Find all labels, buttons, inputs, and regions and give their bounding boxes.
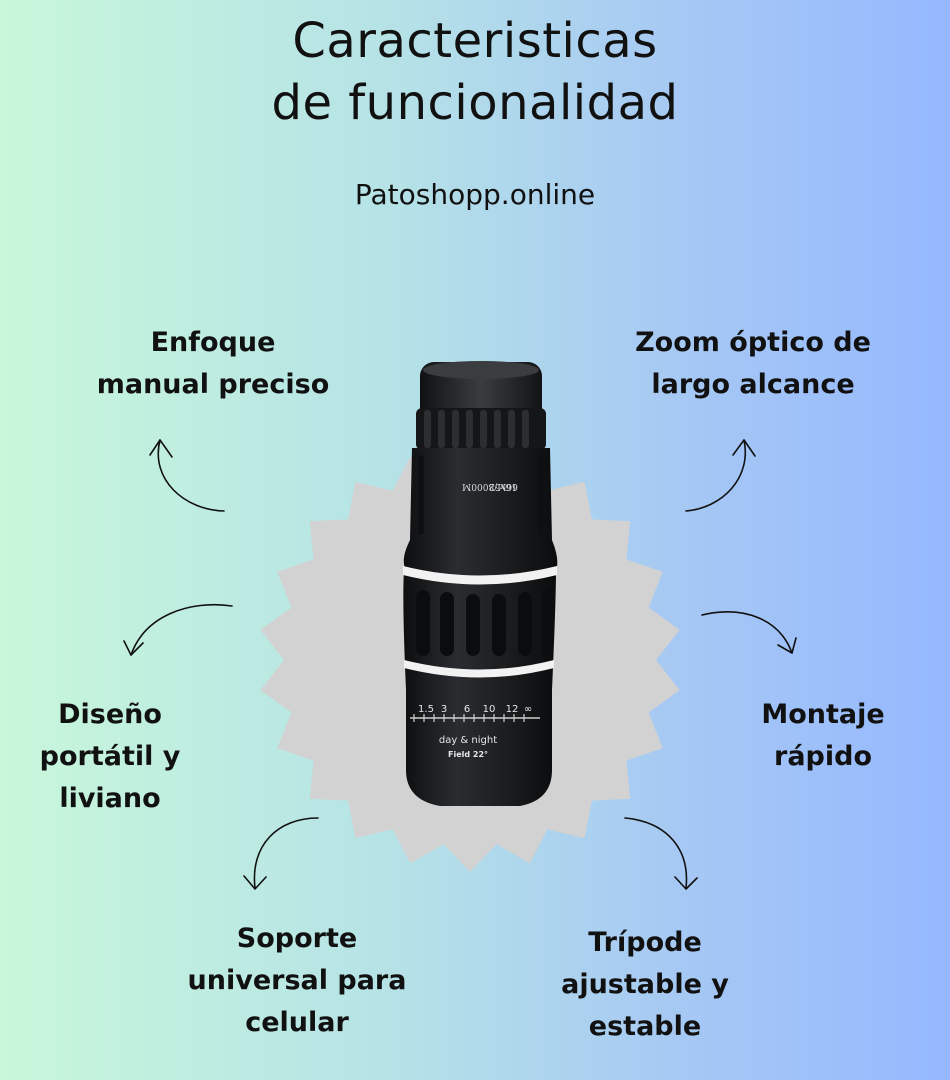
spec-label-1: 16x52 bbox=[489, 481, 517, 491]
feature-zoom: Zoom óptico de largo alcance bbox=[635, 327, 871, 400]
page-title: Caracteristicas de funcionalidad bbox=[0, 10, 950, 134]
arrow-zoom-icon bbox=[685, 439, 756, 512]
scale-label: 12 bbox=[506, 704, 519, 715]
feature-design: Diseño portátil y liviano bbox=[39, 699, 181, 814]
title-line-2: de funcionalidad bbox=[271, 75, 679, 131]
arrow-tripod-icon bbox=[624, 817, 698, 890]
arrow-design-icon bbox=[123, 603, 233, 656]
title-line-1: Caracteristicas bbox=[292, 13, 658, 69]
scale-label: 3 bbox=[441, 704, 447, 715]
feature-mount: Montaje rápido bbox=[761, 699, 885, 772]
site-name: Patoshopp.online bbox=[354, 178, 596, 211]
feature-tripod: Trípode ajustable y estable bbox=[561, 927, 729, 1042]
device-text-day-night: day & night bbox=[439, 735, 497, 746]
arrow-mount-icon bbox=[701, 611, 797, 654]
scale-label: 1.5 bbox=[418, 704, 434, 715]
feature-support: Soporte universal para celular bbox=[187, 923, 407, 1038]
spec-label-2: 66M/8000M bbox=[462, 481, 518, 491]
scale-label: ∞ bbox=[524, 704, 532, 715]
monocular-icon: 16x52 66M/8000M 1.5 3 6 10 12 ∞ day & night F… bbox=[403, 361, 558, 806]
feature-focus: Enfoque manual preciso bbox=[96, 327, 330, 400]
arrow-focus-icon bbox=[149, 439, 225, 512]
arrow-support-icon bbox=[243, 817, 319, 890]
device-text-field: Field 22° bbox=[448, 750, 488, 759]
scale-label: 6 bbox=[464, 704, 470, 715]
scale-label: 10 bbox=[483, 704, 496, 715]
